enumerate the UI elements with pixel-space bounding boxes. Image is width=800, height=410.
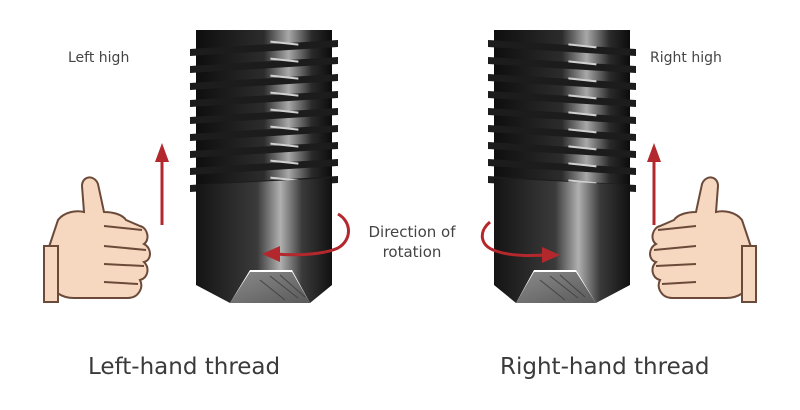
right-screw [488,30,636,303]
left-screw [190,30,338,303]
thumbs-up-icon [43,176,151,303]
thread-highlight [568,179,597,185]
thread-ridge [190,108,338,124]
thread-highlight [568,128,597,134]
arrow-up-icon [155,143,169,225]
right-high-label: Right high [650,50,722,66]
thread-ridge [190,159,338,175]
thread-highlight [568,60,597,66]
thread-ridge [190,40,338,56]
rotation-arrow-icon [480,220,560,263]
left-high-label: Left high [68,50,130,66]
thread-ridge [488,74,636,90]
thumbs-up-icon [649,176,757,303]
left-thread-ridges [190,40,338,192]
right-hand-thread-caption: Right-hand thread [500,354,710,380]
thread-highlight [568,77,597,83]
thread-ridge [488,159,636,175]
thread-ridge [190,57,338,73]
thread-ridge [488,91,636,107]
thread-ridge [190,125,338,141]
thread-ridge [190,74,338,90]
thread-highlight [270,142,299,148]
direction-label-line2: rotation [382,243,442,261]
left-hand-thread-caption: Left-hand thread [88,354,281,380]
thread-highlight [568,94,597,100]
direction-label: Direction of rotation [348,222,476,262]
thread-highlight [270,57,299,63]
thread-highlight [270,125,299,131]
thread-highlight [270,91,299,97]
thread-ridge [488,125,636,141]
thread-highlight [270,40,299,46]
thread-highlight [568,43,597,49]
thread-highlight [568,162,597,168]
direction-label-line1: Direction of [368,223,456,241]
thread-highlight [270,74,299,80]
thread-highlight [270,159,299,165]
thread-ridge [190,91,338,107]
thread-ridge [488,40,636,56]
arrow-up-icon [647,143,661,225]
thread-ridge [190,142,338,158]
thread-ridge [488,108,636,124]
thread-ridge [488,142,636,158]
thread-ridge [488,57,636,73]
thread-highlight [568,111,597,117]
thread-highlight [270,108,299,114]
thread-highlight [568,145,597,151]
rotation-arrow-icon [262,212,350,262]
